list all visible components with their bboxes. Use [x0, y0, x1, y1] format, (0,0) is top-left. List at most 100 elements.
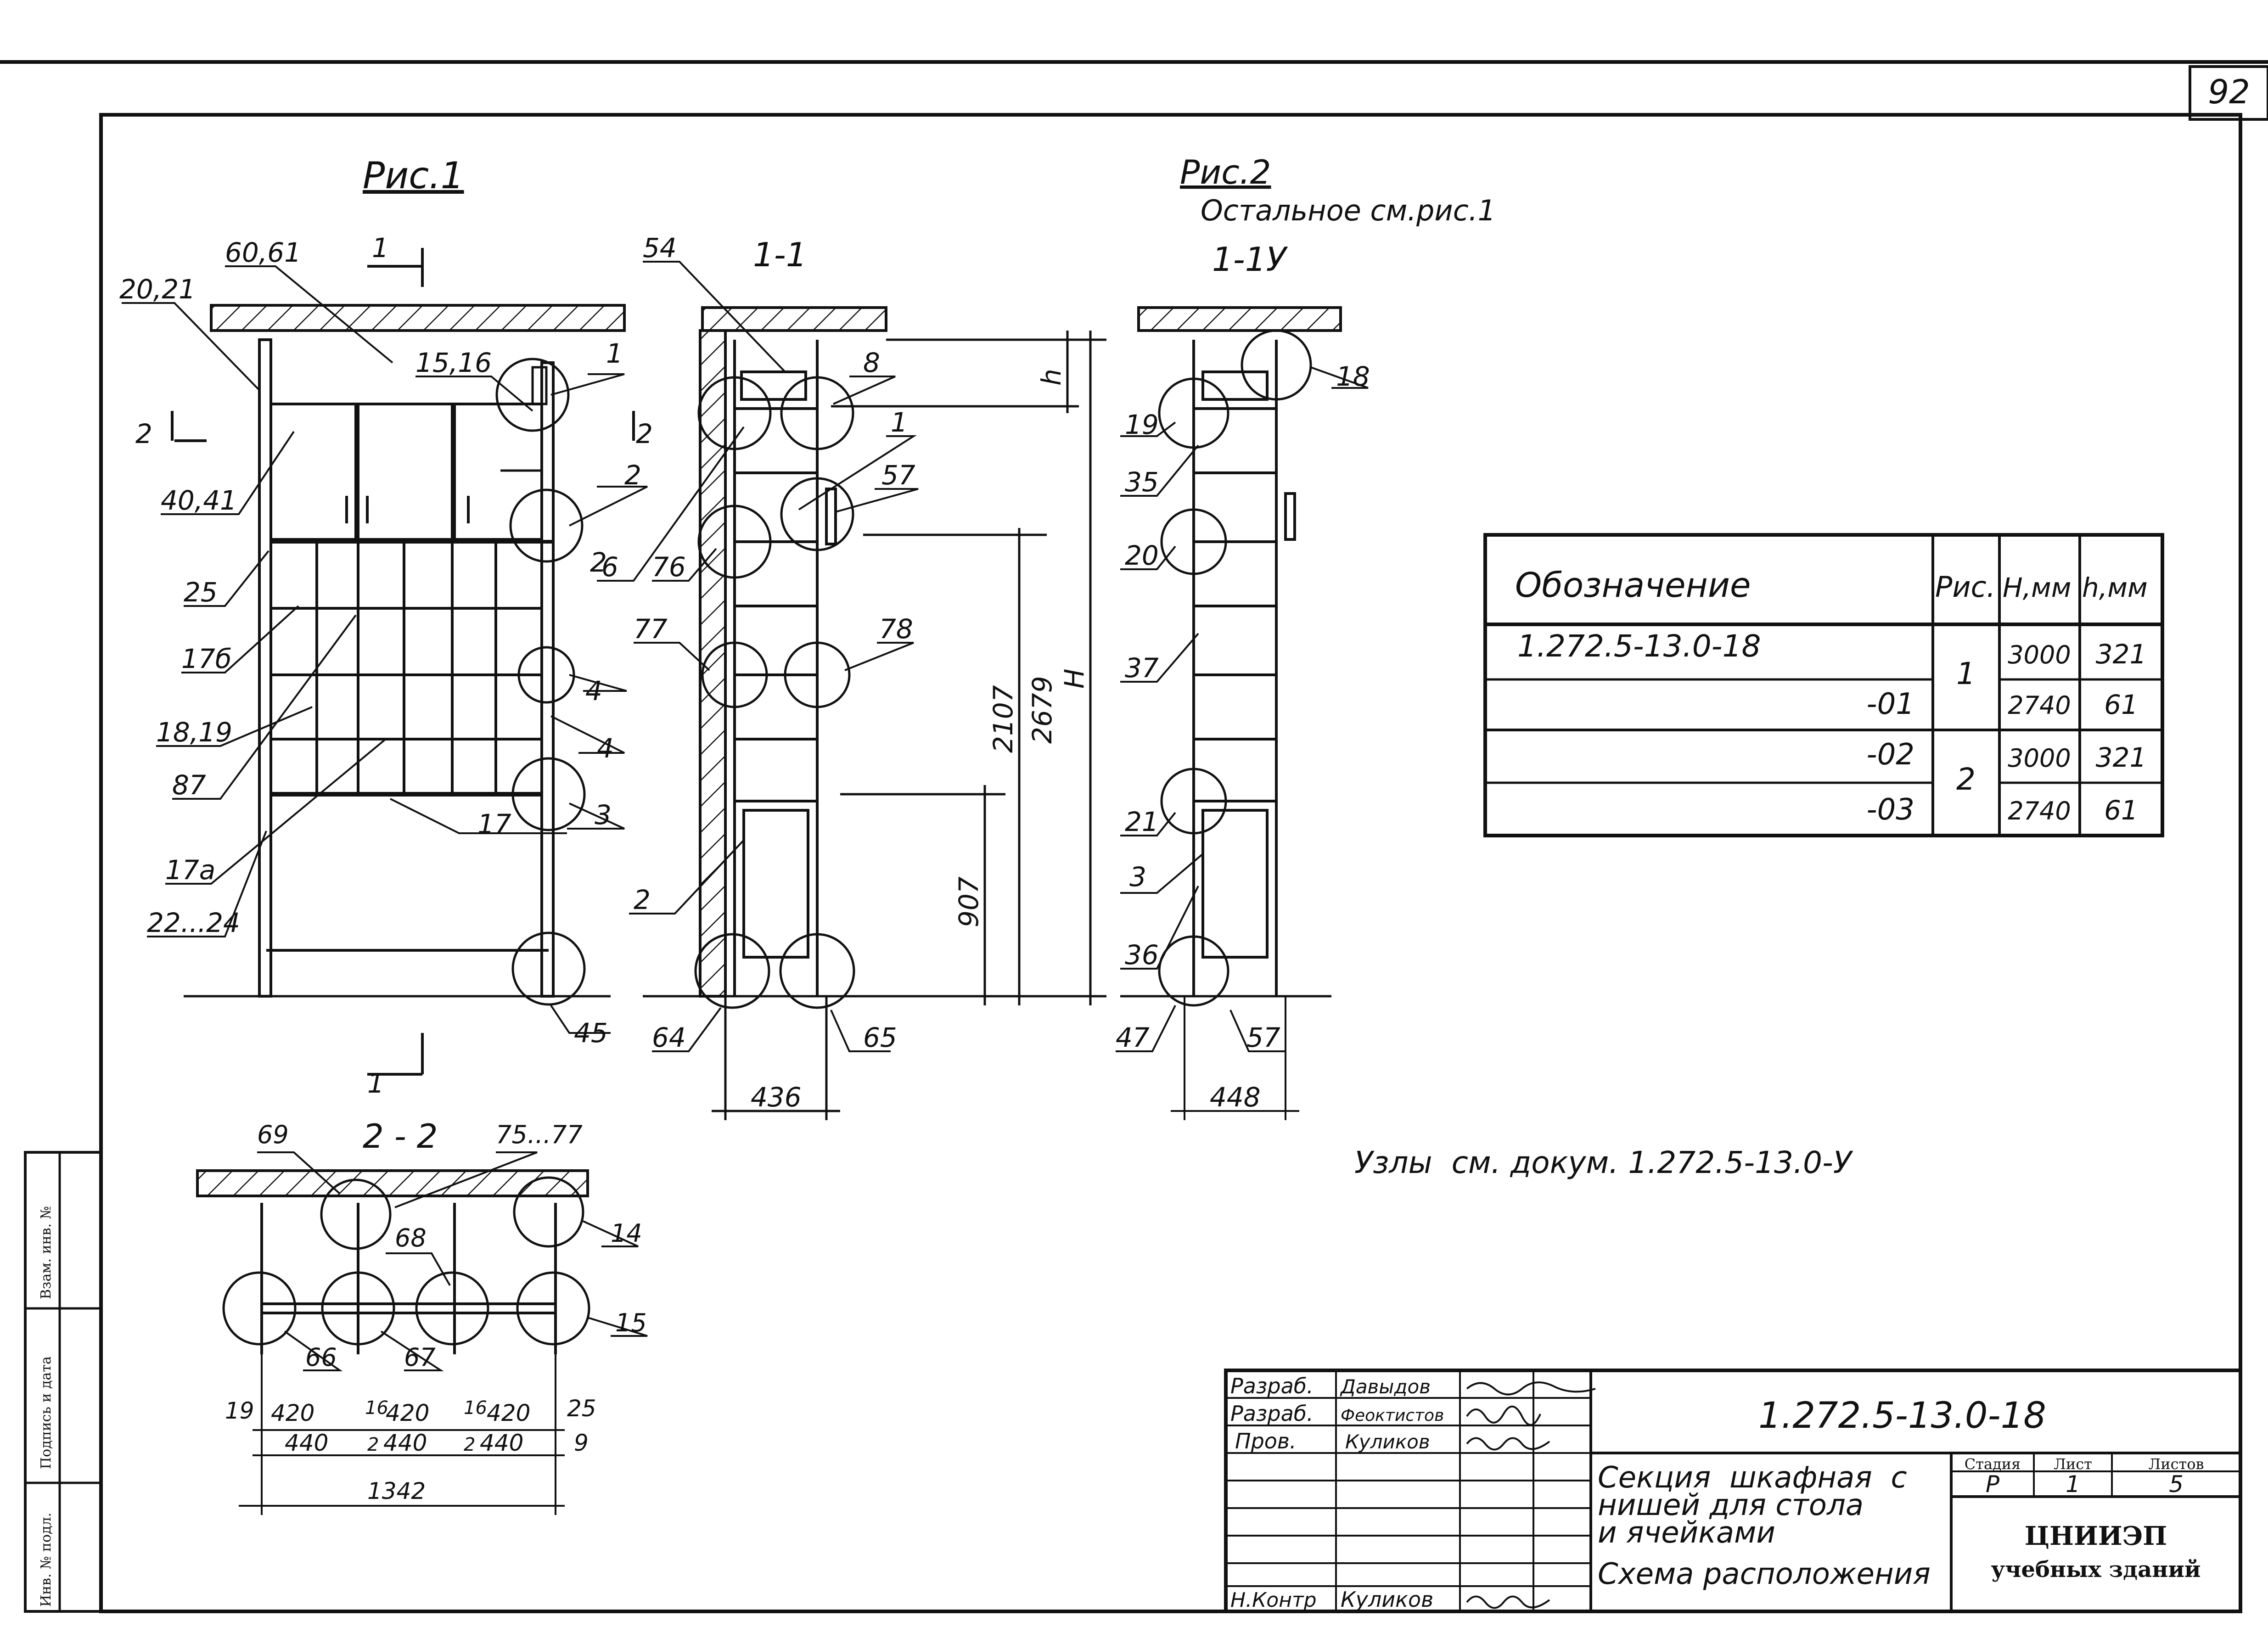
dim-top: 420	[386, 1400, 429, 1426]
sec11-label: 64	[652, 1022, 686, 1053]
sec11u-label: 47	[1116, 1022, 1150, 1053]
spec-H: 2740	[2008, 797, 2071, 825]
fig1-label: 15,16	[415, 347, 492, 378]
spec-header: H,мм	[2003, 572, 2072, 603]
spec-H: 2740	[2008, 691, 2071, 720]
spec-header: h,мм	[2082, 572, 2148, 603]
side-stamp-cell: Взам. инв. №	[38, 1206, 54, 1299]
tb-sheet: 1	[2066, 1471, 2080, 1498]
dim-top: 25	[567, 1395, 596, 1422]
tb-role: Н.Контр	[1230, 1588, 1317, 1612]
section-mark-1-bottom: 1	[367, 1068, 384, 1099]
dim-top: 16	[365, 1397, 388, 1419]
dim-top: 19	[225, 1397, 254, 1424]
fig1-label: 25	[184, 577, 218, 608]
fig1-label: 2	[624, 460, 641, 491]
sec11-label: 54	[643, 232, 677, 264]
tb-name: Куликов	[1345, 1431, 1430, 1453]
dim-top: 16	[464, 1397, 487, 1419]
dim-mid: 440	[383, 1430, 427, 1456]
view-1-1u-title: 1-1У	[1212, 240, 1288, 279]
sec22-label: 66	[305, 1343, 337, 1372]
sec11u-label: 21	[1125, 806, 1159, 837]
sec11-label: 78	[879, 613, 913, 645]
tb-org1: ЦНИИЭП	[2025, 1521, 2167, 1551]
tb-sheets-label: Листов	[2149, 1455, 2204, 1473]
sec11-label: 6	[601, 551, 618, 583]
sec11-label: 2	[634, 884, 651, 915]
tb-stage: Р	[1986, 1471, 2000, 1498]
dim-total: 1342	[367, 1478, 426, 1504]
spec-h: 61	[2104, 795, 2138, 826]
sec22-label: 75...77	[496, 1120, 583, 1149]
fig2-header: Рис.2 Остальное см.рис.1	[1180, 153, 1496, 227]
section-2-2: 2 - 2	[196, 1117, 648, 1515]
sec22-label: 14	[611, 1219, 642, 1248]
sec22-title: 2 - 2	[363, 1117, 438, 1156]
signature	[1466, 1381, 1596, 1609]
fig1-title: Рис.1	[363, 154, 464, 197]
dim-mid: 9	[574, 1430, 589, 1456]
side-stamp-cell: Инв. № подл.	[38, 1513, 54, 1607]
spec-designation: 1.272.5-13.0-18	[1517, 628, 1761, 664]
fig1-front-view: Рис.1	[119, 154, 653, 1099]
fig1-label: 60,61	[225, 237, 301, 268]
sec11-label: 77	[634, 613, 668, 645]
fig1-label: 1	[606, 338, 623, 369]
dim-top: 420	[487, 1400, 530, 1426]
section-mark-1: 1	[372, 232, 389, 264]
tb-name: Феоктистов	[1341, 1406, 1444, 1425]
dim-h: h	[1036, 369, 1067, 386]
fig1-label: 17б	[181, 643, 232, 674]
sec22-label: 69	[257, 1120, 289, 1149]
fig1-label: 17	[477, 808, 511, 840]
sec22-label: 67	[404, 1343, 436, 1372]
sec11u-label: 18	[1336, 361, 1370, 392]
view-1-1-title: 1-1	[753, 236, 807, 274]
dim-mid: 440	[285, 1430, 328, 1456]
fig1-label: 4	[585, 675, 602, 707]
dim-mid: 2	[464, 1434, 475, 1455]
sec11-label: 1	[891, 407, 908, 438]
dim-2107: 2107	[988, 685, 1019, 753]
side-stamp-cell: Подпись и дата	[38, 1356, 54, 1469]
fig1-label: 20,21	[119, 274, 196, 305]
fig1-label: 22...24	[147, 907, 240, 938]
fig1-label: 18,19	[156, 717, 232, 748]
dim-top: 420	[271, 1400, 314, 1426]
fig1-label: 87	[172, 769, 206, 801]
sec11-label: 76	[652, 551, 686, 583]
tb-role: Пров.	[1235, 1429, 1297, 1453]
fig2-subtitle: Остальное см.рис.1	[1201, 194, 1496, 227]
section-1-1u: 1-1У	[1116, 240, 1370, 1120]
tb-code: 1.272.5-13.0-18	[1758, 1395, 2046, 1436]
tb-sheets: 5	[2169, 1471, 2184, 1498]
fig1-label: 40,41	[161, 485, 237, 516]
spec-h: 321	[2096, 639, 2147, 670]
spec-table: Обозначение Рис. H,мм h,мм 1.272.5-13.0-…	[1483, 533, 2164, 837]
fig2-title: Рис.2	[1180, 153, 1271, 191]
side-stamp: Взам. инв. № Подпись и дата Инв. № подл.	[24, 1151, 102, 1613]
fig1-label: 4	[597, 733, 614, 764]
spec-fig: 2	[1956, 762, 1976, 797]
spec-designation: -03	[1866, 793, 1914, 827]
spec-H: 3000	[2008, 744, 2071, 773]
sec11u-label: 3	[1129, 861, 1146, 892]
dim-H: H	[1059, 668, 1090, 689]
tb-sheet-label: Лист	[2054, 1455, 2092, 1473]
sec22-label: 68	[395, 1223, 427, 1252]
fig1-label: 45	[574, 1017, 608, 1049]
dim-mid: 440	[480, 1430, 523, 1456]
fig1-label: 17а	[165, 854, 215, 886]
spec-h: 321	[2096, 742, 2147, 773]
sec11-label: 8	[863, 347, 880, 378]
spec-header: Рис.	[1935, 570, 1995, 604]
nodes-note: Узлы см. докум. 1.272.5-13.0-У	[1354, 1145, 1853, 1180]
sec11u-label: 36	[1125, 939, 1159, 971]
tb-name: Куликов	[1341, 1587, 1433, 1612]
dim-907: 907	[953, 876, 984, 927]
fig1-label: 2	[590, 547, 607, 578]
dim-448: 448	[1210, 1082, 1261, 1113]
section-1-1: 1-1	[597, 232, 1106, 1120]
sec11u-label: 57	[1246, 1022, 1280, 1053]
